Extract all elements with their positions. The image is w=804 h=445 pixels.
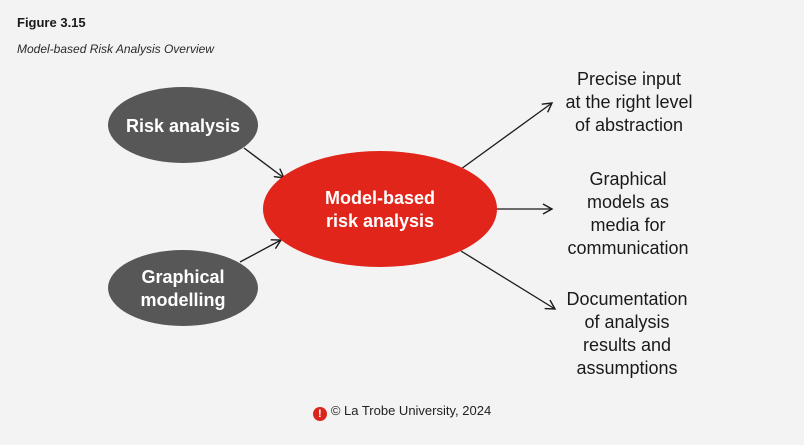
node-graphical-modelling-line1: Graphical — [141, 267, 224, 287]
arrow-center-to-documentation — [460, 250, 557, 310]
figure-caption: Model-based Risk Analysis Overview — [17, 42, 214, 56]
figure-label: Figure 3.15 — [17, 15, 86, 30]
node-graphical-modelling: Graphical modelling — [108, 250, 258, 326]
arrow-graphical-to-center — [239, 239, 283, 263]
node-risk-analysis: Risk analysis — [108, 87, 258, 163]
outcome-documentation: Documentation of analysis results and as… — [566, 289, 687, 378]
outcome-graphical-models-line3: media for — [590, 215, 665, 235]
copyright-text: © La Trobe University, 2024 — [330, 403, 492, 418]
outcome-documentation-line1: Documentation — [566, 289, 687, 309]
outcome-documentation-line2: of analysis — [584, 312, 669, 332]
outcome-precise-input-line2: at the right level — [565, 92, 692, 112]
outcome-graphical-models-line1: Graphical — [589, 169, 666, 189]
node-center-line1: Model-based — [325, 188, 435, 208]
outcome-graphical-models-line4: communication — [567, 238, 688, 258]
outcome-graphical-models: Graphical models as media for communicat… — [567, 169, 688, 258]
copyright-footer: !© La Trobe University, 2024 — [0, 403, 804, 421]
outcome-documentation-line3: results and — [583, 335, 671, 355]
outcome-precise-input-line3: of abstraction — [575, 115, 683, 135]
arrow-risk-to-center — [243, 147, 286, 179]
outcome-precise-input-line1: Precise input — [577, 69, 681, 89]
node-graphical-modelling-line2: modelling — [141, 290, 226, 310]
node-model-based-risk-analysis: Model-based risk analysis — [263, 151, 497, 267]
outcome-precise-input: Precise input at the right level of abst… — [565, 69, 692, 135]
node-risk-analysis-label: Risk analysis — [126, 116, 240, 136]
alert-icon: ! — [312, 407, 327, 421]
node-center-line2: risk analysis — [326, 211, 434, 231]
outcome-documentation-line4: assumptions — [576, 358, 677, 378]
arrow-center-to-precise — [460, 102, 554, 170]
outcome-graphical-models-line2: models as — [587, 192, 669, 212]
